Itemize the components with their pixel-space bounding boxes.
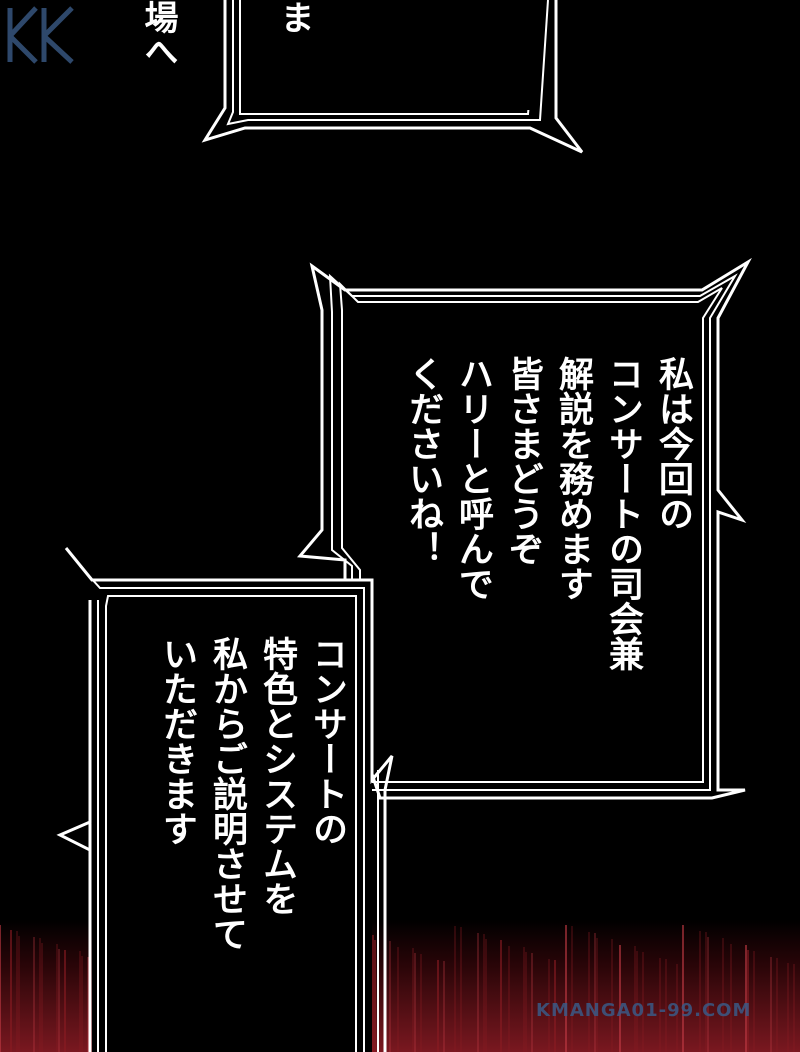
bubble-text-line: ま bbox=[274, 0, 314, 34]
bubble-text-line: 場へ bbox=[138, 0, 178, 68]
bubble-text-line: ハリーと呼んで bbox=[453, 356, 493, 601]
bubble-text-line: 解説を務めます bbox=[553, 356, 593, 601]
bubble-text-line: いただきます bbox=[157, 636, 197, 846]
bubble-text-line: コンサートの司会兼 bbox=[603, 356, 643, 671]
bubble-text-line: 特色とシステムを bbox=[257, 636, 297, 916]
bubble-text-line: 私からご説明させて bbox=[207, 636, 247, 951]
speech-bubble-3-text: コンサートの 特色とシステムを 私からご説明させて いただきます bbox=[152, 636, 352, 951]
watermark-text: KMANGA01-99.COM bbox=[536, 1000, 752, 1021]
speech-bubble-1-text: ま 場へ bbox=[90, 0, 362, 68]
bubble-text-line: コンサートの bbox=[307, 636, 347, 846]
bubble-text-line: 皆さまどうぞ bbox=[503, 356, 543, 566]
bubble-text-line: くださいね！ bbox=[403, 356, 443, 566]
bubble-text-line: 私は今回の bbox=[653, 356, 693, 531]
kk-logo-icon bbox=[7, 6, 74, 64]
speech-bubble-2-text: 私は今回の コンサートの司会兼 解説を務めます 皆さまどうぞ ハリーと呼んで く… bbox=[398, 356, 698, 671]
